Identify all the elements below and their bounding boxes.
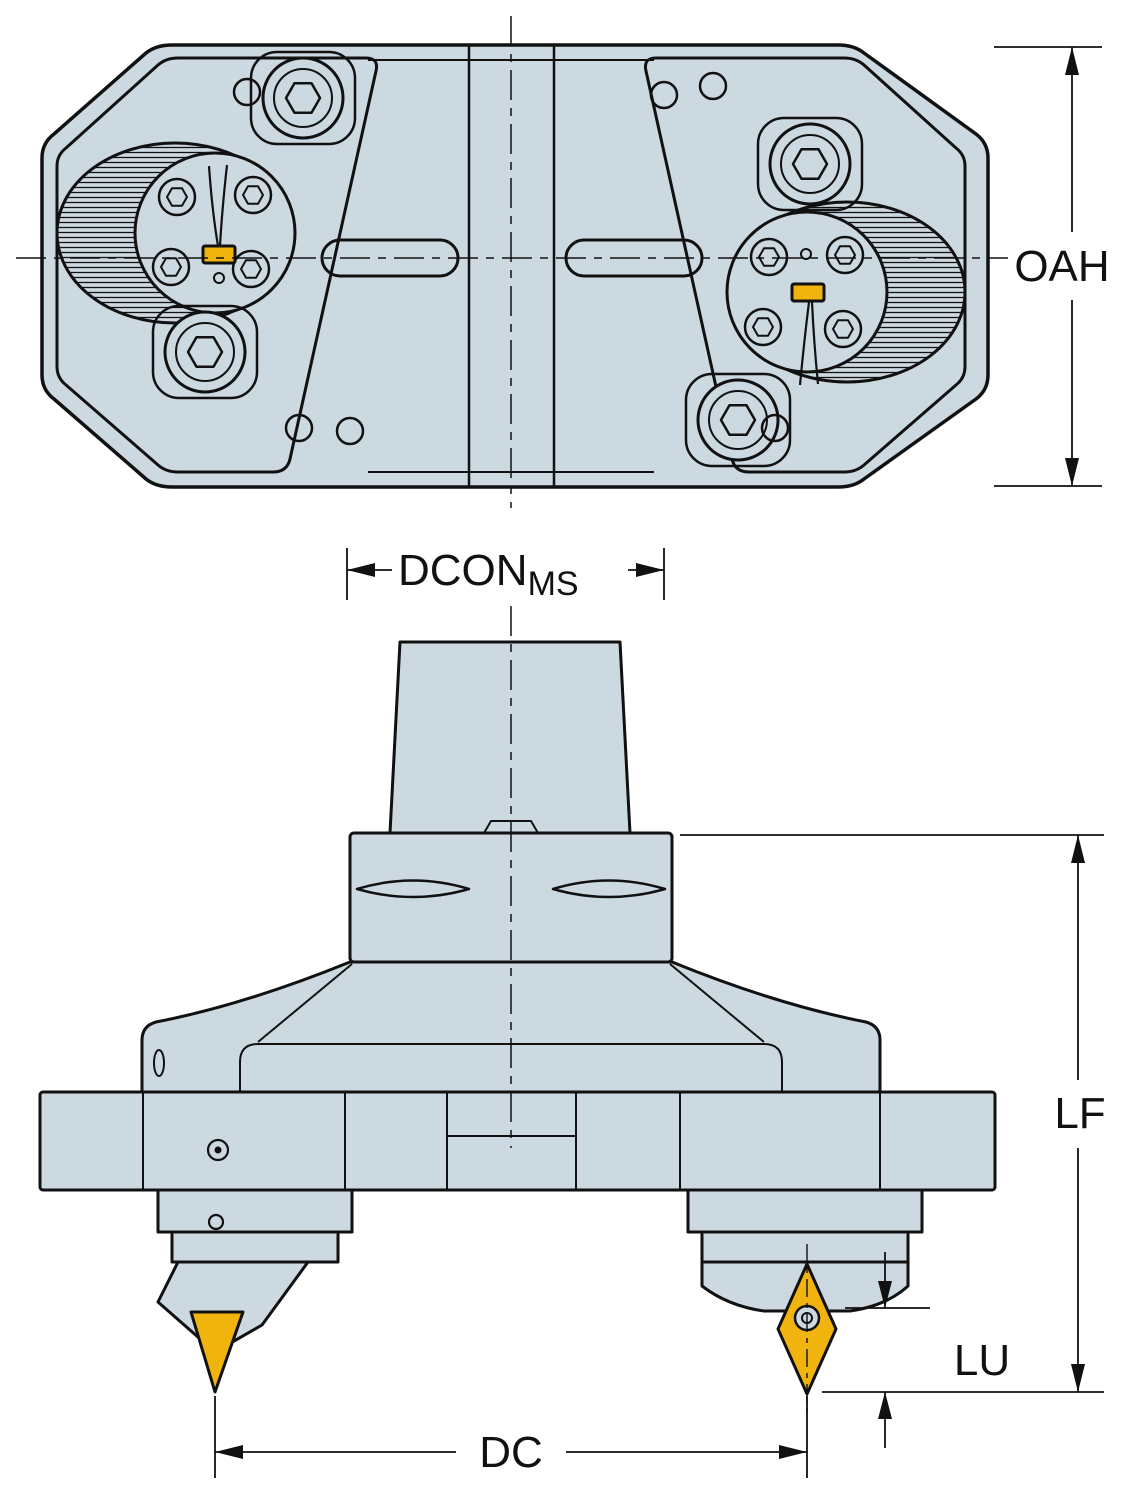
left-clamp-block xyxy=(156,1188,354,1234)
dimensions: OAH DCONMS LF L xyxy=(214,46,1110,1478)
coupling-notch xyxy=(483,820,539,834)
hole xyxy=(232,77,262,107)
dcon-subscript: MS xyxy=(528,565,579,603)
screw-pocket xyxy=(151,304,259,400)
screw-pocket xyxy=(249,50,357,146)
dim-label-dcon: DCONMS xyxy=(398,546,579,603)
arrow-right xyxy=(779,1445,807,1459)
slide-rail xyxy=(38,1090,997,1192)
left-top-insert xyxy=(201,244,237,265)
hole xyxy=(760,413,790,443)
arrow-up xyxy=(878,1392,892,1419)
dim-label-dc: DC xyxy=(479,1428,543,1477)
dim-lf: LF xyxy=(680,834,1106,1393)
left-sub-block xyxy=(170,1230,340,1264)
left-wedge-blade xyxy=(207,164,229,247)
dim-dc: DC xyxy=(214,1396,808,1478)
coolant-lens-right xyxy=(551,879,667,899)
arrow-left xyxy=(215,1445,243,1459)
right-cartridge-assembly xyxy=(725,200,967,386)
right-wedge-blade xyxy=(798,301,820,386)
screw-pocket xyxy=(756,116,864,212)
hole xyxy=(698,71,728,101)
coolant-lens-left xyxy=(355,879,471,899)
hex-screw xyxy=(743,307,783,347)
front-view xyxy=(38,606,997,1418)
right-clamp-block xyxy=(686,1188,924,1234)
left-cassette-plate xyxy=(55,56,378,474)
hex-screw xyxy=(825,235,865,275)
edge-slot xyxy=(153,1049,165,1077)
hex-screw-large xyxy=(261,56,345,140)
arrow-right xyxy=(636,563,664,577)
dim-oah: OAH xyxy=(994,46,1110,487)
left-cutter-unit xyxy=(156,1188,354,1394)
hex-screw xyxy=(823,309,863,349)
hole xyxy=(649,80,679,110)
dim-label-oah: OAH xyxy=(1014,242,1109,291)
arrow-down xyxy=(1071,1364,1085,1392)
right-top-insert xyxy=(790,282,826,303)
arrow-up xyxy=(1071,835,1085,863)
shank xyxy=(388,640,632,835)
dim-lu: LU xyxy=(845,1252,1010,1448)
hex-screw xyxy=(749,237,789,277)
arrow-up xyxy=(1065,47,1079,75)
right-cutter-unit xyxy=(686,1188,924,1418)
hex-screw xyxy=(151,247,191,287)
right-sub-block xyxy=(700,1230,910,1264)
dim-dcon: DCONMS xyxy=(346,546,665,603)
dcon-text: DCON xyxy=(398,546,528,595)
left-cartridge-assembly xyxy=(55,141,297,325)
slide-rail-steps xyxy=(142,1093,881,1189)
right-pilot-hole xyxy=(800,248,812,260)
hole xyxy=(284,413,314,443)
arrow-left xyxy=(347,563,375,577)
dim-label-lu: LU xyxy=(954,1336,1010,1385)
hex-screw-large xyxy=(768,122,852,206)
top-view xyxy=(16,16,1008,508)
hole xyxy=(335,416,365,446)
left-nose-hole xyxy=(207,1213,225,1231)
hex-screw xyxy=(233,175,273,215)
arrow-down xyxy=(1065,458,1079,486)
hex-screw-large xyxy=(163,310,247,394)
hex-screw xyxy=(157,177,197,217)
top-view-body-outline xyxy=(40,43,990,489)
rail-set-screw xyxy=(206,1138,230,1162)
dim-label-lf: LF xyxy=(1054,1089,1105,1138)
clamp-screws xyxy=(151,50,864,468)
left-insert xyxy=(189,1310,245,1394)
hex-screw xyxy=(231,249,271,289)
left-pilot-hole xyxy=(213,272,225,284)
arrow-down xyxy=(878,1281,892,1308)
through-holes xyxy=(232,71,790,446)
screw-pocket xyxy=(684,372,792,468)
